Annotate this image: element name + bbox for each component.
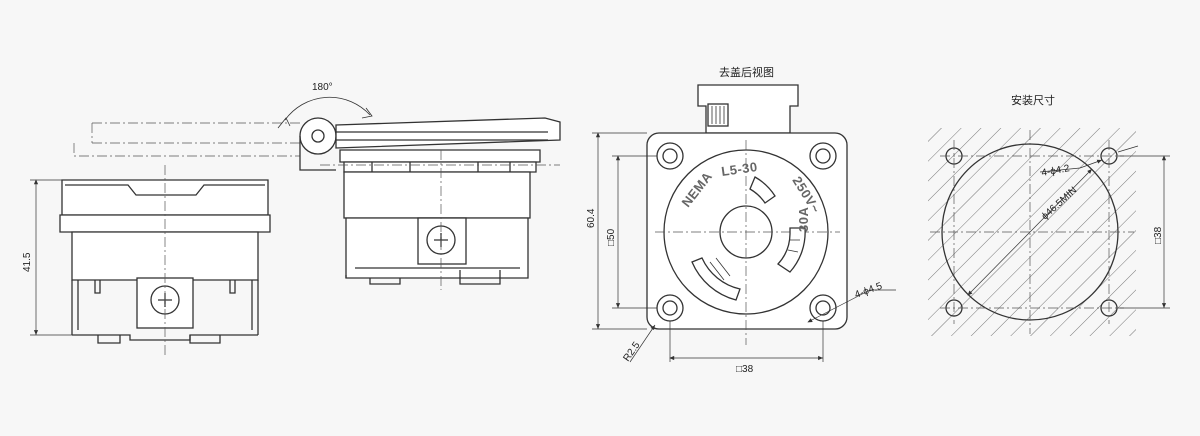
height-inner-label: □50 bbox=[606, 228, 617, 246]
height-label: 41.5 bbox=[22, 252, 33, 272]
radius-label: R2.5 bbox=[621, 340, 642, 364]
hatched-panel bbox=[928, 128, 1136, 336]
back-view: 去盖后视图 NEMA L5-30 250V~ 30A 60.4 bbox=[586, 65, 896, 375]
back-hole-label: 4-ϕ4.5 bbox=[853, 281, 884, 301]
side-view-closed: 180° 41.5 bbox=[22, 82, 373, 355]
mounting-size-label: □38 bbox=[1153, 226, 1164, 244]
height-outer-label: 60.4 bbox=[586, 208, 597, 228]
slot-top bbox=[749, 176, 776, 204]
mounting-view: 安装尺寸 ϕ46.5MIN 4-ϕ4.2 □38 bbox=[928, 93, 1170, 336]
slot-bottom bbox=[691, 257, 741, 301]
face-text-current: 30A bbox=[796, 207, 811, 232]
angle-label: 180° bbox=[312, 82, 333, 93]
mounting-view-title: 安装尺寸 bbox=[1011, 93, 1055, 107]
side-view-open bbox=[299, 117, 561, 290]
back-view-title: 去盖后视图 bbox=[719, 65, 774, 79]
rotation-arc bbox=[284, 96, 371, 121]
mounting-hole-label: 4-ϕ4.2 bbox=[1041, 163, 1071, 179]
face-text-model: L5-30 bbox=[720, 159, 758, 179]
width-label: □38 bbox=[736, 364, 754, 375]
slot-right bbox=[777, 227, 806, 273]
